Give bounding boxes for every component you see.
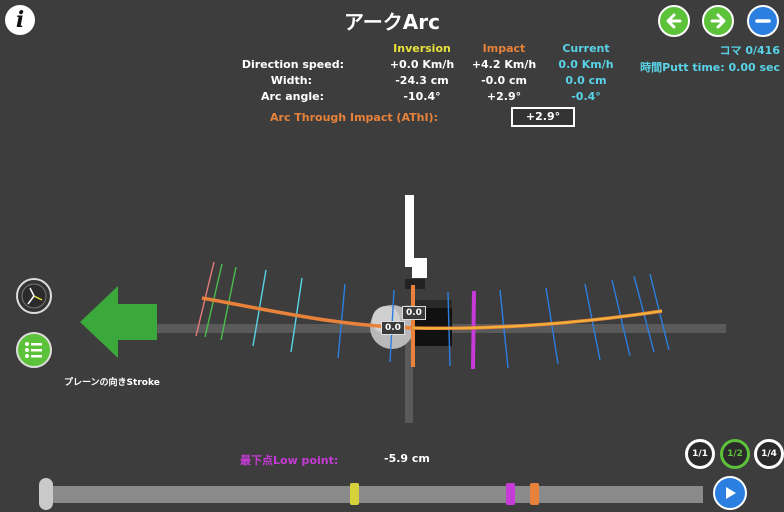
speed-1-1-button[interactable]: 1/1: [685, 439, 715, 469]
forward-button[interactable]: [702, 5, 734, 37]
low-point-value: -5.9 cm: [384, 452, 430, 465]
low-point-label: 最下点Low point:: [240, 454, 339, 467]
timeline-handle[interactable]: [39, 478, 53, 510]
back-button[interactable]: [658, 5, 690, 37]
row-label-arc-angle: Arc angle:: [260, 90, 324, 103]
col-header-inversion: Inversion: [393, 42, 451, 55]
play-icon: [726, 487, 736, 499]
ball-label-top: 0.0: [402, 306, 426, 320]
timeline-marker-inversion: [350, 483, 359, 505]
minus-icon: [755, 19, 771, 23]
clock-dial-icon: [21, 283, 47, 309]
putter-icon: [405, 195, 452, 346]
stroke-direction-arrow-icon: [80, 286, 157, 358]
col-header-impact: Impact: [482, 42, 526, 55]
info-icon: i: [15, 7, 25, 33]
cell-value: 0.0 cm: [565, 74, 607, 87]
arrow-left-icon: [666, 13, 682, 29]
timeline-marker-low-point: [506, 483, 515, 505]
timeline-track[interactable]: [50, 486, 703, 503]
cell-value: +4.2 Km/h: [471, 58, 537, 71]
cell-value: +0.0 Km/h: [389, 58, 455, 71]
timeline-marker-impact: [530, 483, 539, 505]
cell-value: -0.0 cm: [481, 74, 527, 87]
plane-view-button[interactable]: [16, 278, 52, 314]
arc-path-highlight: [412, 310, 663, 330]
vertical-guide: [405, 305, 413, 423]
speed-1-4-button[interactable]: 1/4: [754, 439, 784, 469]
col-header-current: Current: [562, 42, 610, 55]
minus-button[interactable]: [747, 5, 779, 37]
putt-time: 時間Putt time: 0.00 sec: [640, 61, 780, 74]
cell-value: 0.0 Km/h: [558, 58, 614, 71]
list-icon: [25, 342, 42, 358]
info-button[interactable]: i: [5, 5, 35, 35]
speed-1-2-button[interactable]: 1/2: [720, 439, 750, 469]
row-label-direction-speed: Direction speed:: [241, 58, 344, 71]
athi-value: +2.9°: [511, 107, 575, 127]
athi-label: Arc Through Impact (AThI):: [270, 111, 438, 124]
play-button[interactable]: [713, 476, 747, 510]
low-point-marker: [471, 290, 476, 370]
frame-counter: コマ 0/416: [719, 44, 780, 57]
cell-value: +2.9°: [486, 90, 522, 103]
row-label-width: Width:: [270, 74, 312, 87]
ball-label-left: 0.0: [381, 321, 405, 335]
page-title: アークArc: [344, 10, 440, 34]
cell-value: -10.4°: [403, 90, 441, 103]
cell-value: -24.3 cm: [395, 74, 449, 87]
list-menu-button[interactable]: [16, 332, 52, 368]
cell-value: -0.4°: [571, 90, 601, 103]
arrow-right-icon: [710, 13, 726, 29]
stroke-label: プレーンの向きStroke: [64, 378, 160, 388]
